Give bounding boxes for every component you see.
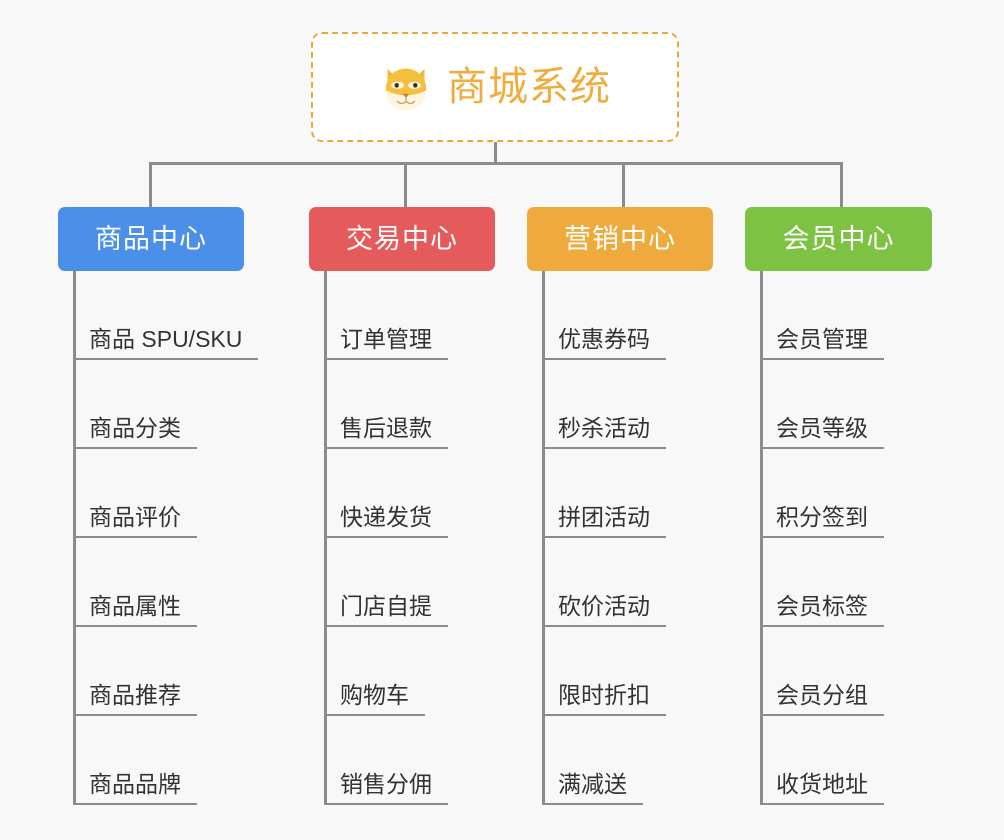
leaf-item-label: 售后退款 [340,414,432,441]
connector-root-stem [494,142,497,163]
leaf-item[interactable]: 商品分类 [73,360,197,449]
category-label: 交易中心 [346,223,458,254]
leaf-column-spine [324,271,327,805]
leaf-item-label: 商品 SPU/SKU [89,325,243,352]
shiba-dog-face-icon [385,68,427,111]
leaf-item[interactable]: 商品品牌 [73,716,197,805]
leaf-item[interactable]: 快递发货 [324,449,448,538]
leaf-item-label: 商品推荐 [89,681,181,708]
leaf-item[interactable]: 限时折扣 [542,627,666,716]
leaf-item[interactable]: 商品评价 [73,449,197,538]
leaf-item-label: 拼团活动 [558,503,650,530]
leaf-item[interactable]: 商品 SPU/SKU [73,271,259,360]
leaf-column-spine [542,271,545,805]
leaf-item-label: 订单管理 [340,325,432,352]
leaf-item-label: 收货地址 [776,770,868,797]
leaf-item[interactable]: 砍价活动 [542,538,666,627]
leaf-item[interactable]: 会员等级 [760,360,884,449]
leaf-item-label: 积分签到 [776,503,868,530]
leaf-item-label: 秒杀活动 [558,414,650,441]
leaf-item[interactable]: 会员分组 [760,627,884,716]
connector-drop-3 [622,162,625,207]
category-label: 营销中心 [564,223,676,254]
leaf-item-label: 商品属性 [89,592,181,619]
connector-drop-4 [840,162,843,207]
category-card-marketing[interactable]: 营销中心 [527,207,713,271]
leaf-item-label: 销售分佣 [340,770,432,797]
category-label: 会员中心 [782,223,895,254]
leaf-item[interactable]: 拼团活动 [542,449,666,538]
leaf-item[interactable]: 会员标签 [760,538,884,627]
leaf-item[interactable]: 门店自提 [324,538,448,627]
leaf-item[interactable]: 商品属性 [73,538,197,627]
leaf-item-label: 快递发货 [340,503,432,530]
leaf-item-label: 优惠券码 [558,325,650,352]
leaf-item[interactable]: 销售分佣 [324,716,448,805]
leaf-item-label: 会员标签 [776,592,868,619]
category-card-trade[interactable]: 交易中心 [309,207,495,271]
leaf-item-label: 会员等级 [776,414,868,441]
leaf-item-label: 商品品牌 [89,770,181,797]
category-card-product[interactable]: 商品中心 [58,207,244,271]
leaf-column-spine [760,271,763,805]
leaf-item-label: 门店自提 [340,592,432,619]
leaf-item[interactable]: 商品推荐 [73,627,197,716]
leaf-item-label: 会员分组 [776,681,868,708]
leaf-item[interactable]: 满减送 [542,716,643,805]
leaf-item[interactable]: 积分签到 [760,449,884,538]
root-node[interactable]: 商城系统 [311,32,679,142]
leaf-item-label: 会员管理 [776,325,868,352]
leaf-item[interactable]: 订单管理 [324,271,448,360]
leaf-item-label: 砍价活动 [558,592,650,619]
leaf-item-label: 商品评价 [89,503,181,530]
leaf-item[interactable]: 优惠券码 [542,271,666,360]
root-title: 商城系统 [447,65,611,109]
leaf-item[interactable]: 秒杀活动 [542,360,666,449]
leaf-item-label: 满减送 [558,770,627,797]
connector-drop-2 [404,162,407,207]
leaf-item[interactable]: 会员管理 [760,271,884,360]
leaf-item[interactable]: 收货地址 [760,716,884,805]
leaf-item-label: 限时折扣 [558,681,650,708]
leaf-item[interactable]: 售后退款 [324,360,448,449]
leaf-item[interactable]: 购物车 [324,627,425,716]
leaf-item-label: 商品分类 [89,414,181,441]
leaf-item-label: 购物车 [340,681,409,708]
connector-horizontal-bus [149,162,842,165]
leaf-column-spine [73,271,76,805]
category-card-member[interactable]: 会员中心 [745,207,932,271]
category-label: 商品中心 [95,223,207,254]
connector-drop-1 [149,162,152,207]
